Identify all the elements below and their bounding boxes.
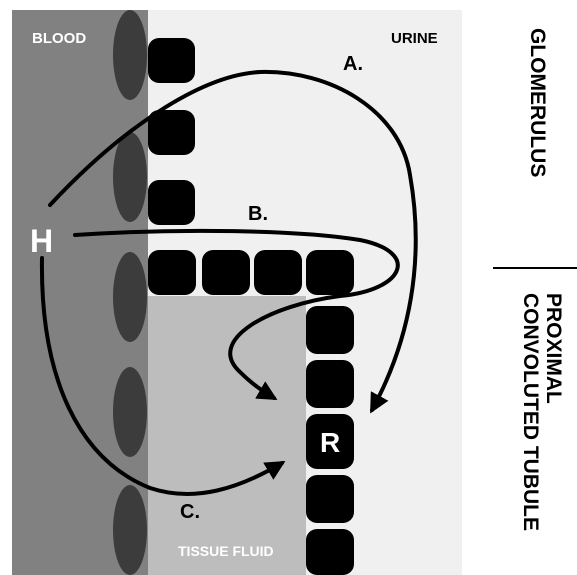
path-b-label: B. bbox=[248, 203, 268, 225]
epithelial-cell bbox=[306, 475, 354, 523]
glomerulus-title: GLOMERULUS bbox=[526, 28, 549, 177]
blood-label: BLOOD bbox=[32, 30, 86, 47]
endothelial-cell bbox=[113, 10, 147, 100]
epithelial-cell bbox=[254, 250, 302, 295]
endothelial-cell bbox=[113, 132, 147, 222]
proximal-title-line1: PROXIMAL bbox=[542, 293, 565, 404]
epithelial-cell bbox=[148, 110, 195, 155]
glomerular-cells bbox=[148, 38, 195, 225]
path-a-label: A. bbox=[343, 53, 363, 75]
epithelial-cell bbox=[306, 360, 354, 408]
tissue-fluid-region bbox=[148, 296, 306, 575]
endothelial-cell bbox=[113, 367, 147, 457]
tissue-fluid-label: TISSUE FLUID bbox=[178, 543, 274, 559]
epithelial-cell bbox=[148, 38, 195, 83]
proximal-title-line2: CONVOLUTED TUBULE bbox=[519, 293, 542, 531]
epithelial-cell bbox=[202, 250, 250, 295]
epithelial-cell bbox=[306, 250, 354, 295]
endothelial-cell bbox=[113, 252, 147, 342]
epithelial-cell bbox=[148, 250, 196, 295]
urine-label: URINE bbox=[391, 30, 438, 47]
epithelial-cell bbox=[148, 180, 195, 225]
receptor-label: R bbox=[320, 427, 340, 458]
epithelial-cell bbox=[306, 306, 354, 354]
hormone-label: H bbox=[30, 223, 53, 259]
path-c-label: C. bbox=[180, 501, 200, 523]
endothelial-cell bbox=[113, 485, 147, 575]
epithelial-cell bbox=[306, 529, 354, 575]
